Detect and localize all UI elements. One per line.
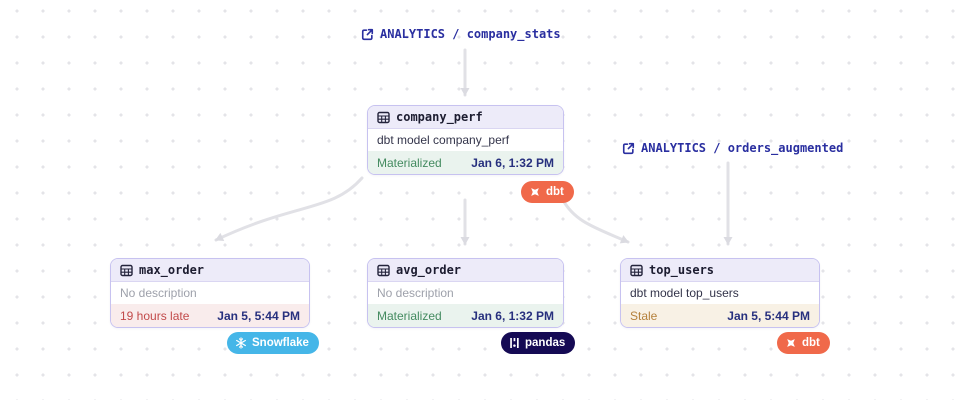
dbt-icon bbox=[787, 339, 795, 347]
node-title: top_users bbox=[649, 263, 715, 277]
node-status-row: Materialized Jan 6, 1:32 PM bbox=[368, 304, 563, 327]
timestamp: Jan 6, 1:32 PM bbox=[471, 155, 554, 170]
kind-tag-dbt: dbt bbox=[777, 332, 830, 354]
timestamp: Jan 5, 5:44 PM bbox=[727, 308, 810, 323]
node-description: No description bbox=[111, 282, 309, 304]
node-header: avg_order bbox=[368, 259, 563, 282]
kind-tag-label: dbt bbox=[802, 337, 820, 349]
snowflake-icon bbox=[236, 337, 246, 349]
asset-group-link-orders-augmented[interactable]: ANALYTICS / orders_augmented bbox=[622, 141, 843, 155]
node-title: avg_order bbox=[396, 263, 462, 277]
asset-node-top-users[interactable]: top_users dbt model top_users Stale Jan … bbox=[620, 258, 820, 328]
table-icon bbox=[377, 264, 390, 276]
kind-tag-label: dbt bbox=[546, 186, 564, 198]
timestamp: Jan 5, 5:44 PM bbox=[217, 308, 300, 323]
kind-tag-dbt: dbt bbox=[521, 181, 574, 203]
edge-company-perf-to-max-order bbox=[214, 176, 364, 242]
pandas-icon bbox=[510, 338, 519, 348]
external-link-icon bbox=[622, 142, 635, 154]
node-status-row: 19 hours late Jan 5, 5:44 PM bbox=[111, 304, 309, 327]
asset-node-avg-order[interactable]: avg_order No description Materialized Ja… bbox=[367, 258, 564, 328]
kind-tag-snowflake: Snowflake bbox=[227, 332, 319, 354]
status-text: Stale bbox=[630, 308, 658, 323]
asset-node-company-perf[interactable]: company_perf dbt model company_perf Mate… bbox=[367, 105, 564, 175]
node-description: No description bbox=[368, 282, 563, 304]
asset-group-link-company-stats[interactable]: ANALYTICS / company_stats bbox=[361, 27, 561, 41]
node-header: max_order bbox=[111, 259, 309, 282]
external-link-icon bbox=[361, 28, 374, 40]
group-link-label: ANALYTICS / orders_augmented bbox=[641, 141, 844, 155]
table-icon bbox=[120, 264, 133, 276]
group-link-label: ANALYTICS / company_stats bbox=[380, 27, 561, 41]
table-icon bbox=[377, 111, 390, 123]
kind-tag-label: pandas bbox=[525, 337, 566, 349]
node-status-row: Materialized Jan 6, 1:32 PM bbox=[368, 151, 563, 174]
status-text: Materialized bbox=[377, 155, 442, 170]
node-description: dbt model top_users bbox=[621, 282, 819, 304]
node-header: top_users bbox=[621, 259, 819, 282]
asset-node-max-order[interactable]: max_order No description 19 hours late J… bbox=[110, 258, 310, 328]
node-description: dbt model company_perf bbox=[368, 129, 563, 151]
edge-company-perf-to-top-users bbox=[561, 198, 630, 244]
kind-tag-pandas: pandas bbox=[501, 332, 576, 354]
table-icon bbox=[630, 264, 643, 276]
status-text: Materialized bbox=[377, 308, 442, 323]
node-title: company_perf bbox=[396, 110, 483, 124]
status-text: 19 hours late bbox=[120, 308, 190, 323]
node-title: max_order bbox=[139, 263, 205, 277]
timestamp: Jan 6, 1:32 PM bbox=[471, 308, 554, 323]
dbt-icon bbox=[531, 188, 539, 196]
node-header: company_perf bbox=[368, 106, 563, 129]
kind-tag-label: Snowflake bbox=[252, 337, 309, 349]
node-status-row: Stale Jan 5, 5:44 PM bbox=[621, 304, 819, 327]
